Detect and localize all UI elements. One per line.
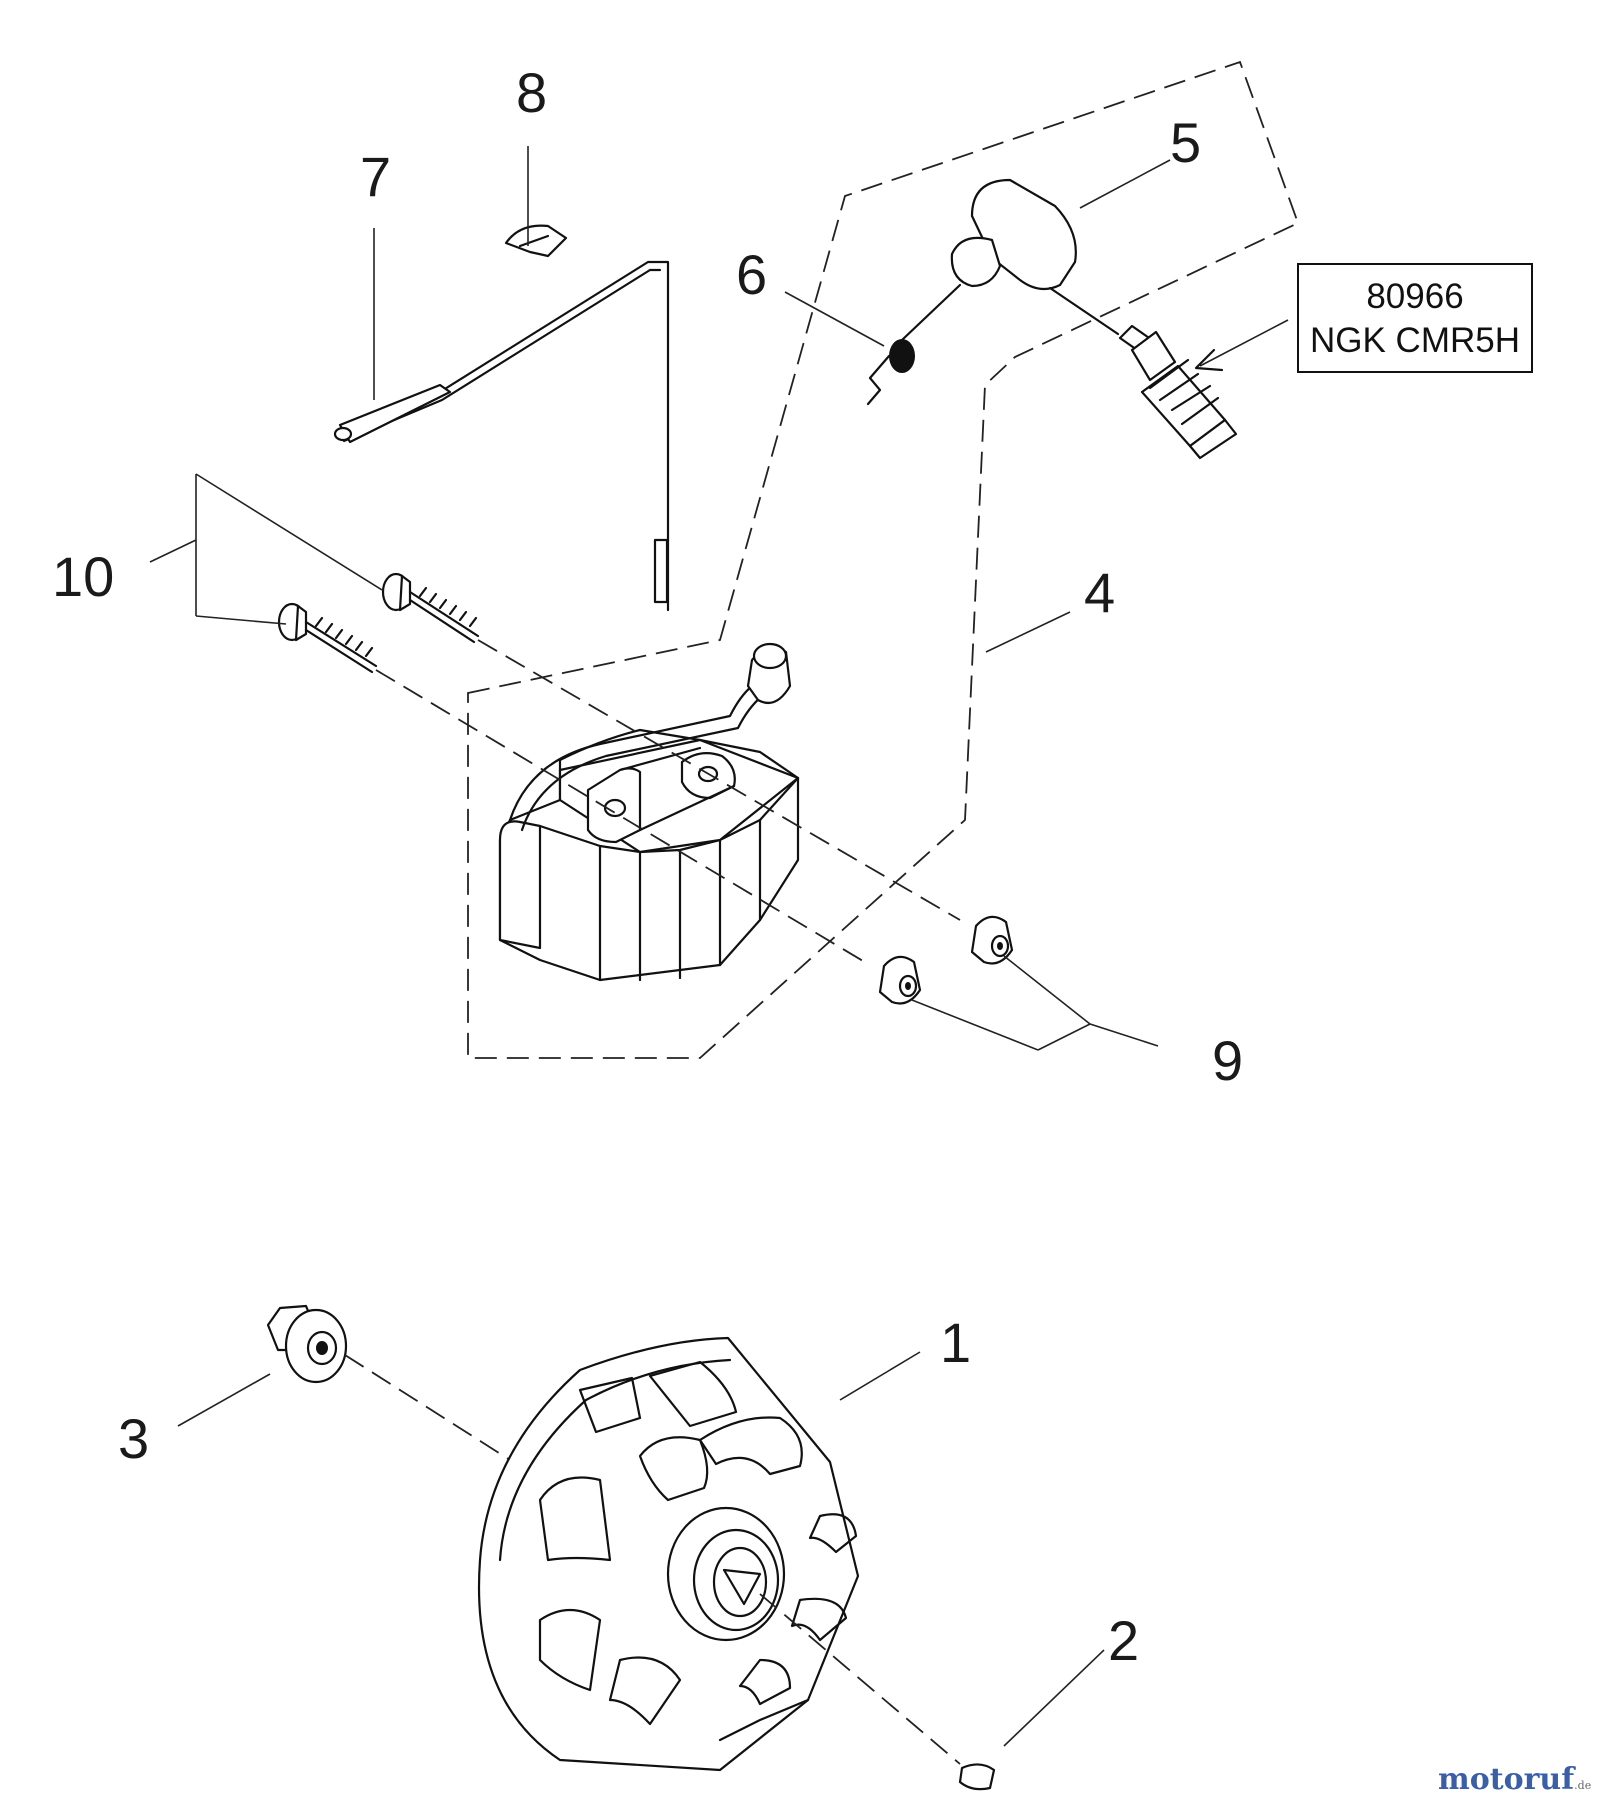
callout-1: 1 <box>940 1311 971 1374</box>
callout-9: 9 <box>1212 1029 1243 1092</box>
watermark-logo: motoruf.de <box>1438 1762 1591 1797</box>
spark-plug-icon <box>1118 324 1238 460</box>
coil-screw-icon <box>381 572 480 644</box>
leader-4 <box>985 611 1071 653</box>
callout-7: 7 <box>360 145 391 208</box>
ignition-coil-icon <box>498 642 800 982</box>
leader-9 <box>911 955 1159 1051</box>
callout-6: 6 <box>736 243 767 306</box>
callout-3: 3 <box>118 1407 149 1470</box>
leader-1 <box>839 1351 921 1401</box>
wire-clip-icon <box>504 224 568 258</box>
coil-screw-icon <box>277 602 378 674</box>
callout-10: 10 <box>52 545 114 608</box>
flange-nut-icon <box>266 1304 348 1384</box>
callout-2: 2 <box>1108 1609 1139 1672</box>
spring-terminal-icon <box>866 283 962 406</box>
callout-4: 4 <box>1084 561 1115 624</box>
spec-arrow-head <box>1194 348 1224 372</box>
spec-part-number: 80966 <box>1366 277 1464 316</box>
spark-plug-boot-icon <box>950 178 1120 336</box>
leader-3 <box>177 1373 271 1427</box>
flywheel-icon <box>477 1336 860 1772</box>
callout-5: 5 <box>1170 111 1201 174</box>
watermark-tld: .de <box>1574 1779 1592 1792</box>
leader-6 <box>784 291 885 347</box>
leader-5 <box>1079 159 1171 209</box>
leader-10 <box>149 473 383 625</box>
assembly-outline-4 <box>467 60 1300 1059</box>
callout-8: 8 <box>516 61 547 124</box>
watermark-brand: motoruf <box>1438 1762 1575 1797</box>
stop-wire-icon <box>333 260 670 612</box>
spacer-icon <box>970 915 1014 965</box>
leader-2 <box>1003 1649 1105 1747</box>
spec-arrow <box>1199 319 1289 367</box>
spacer-icon <box>878 955 922 1005</box>
spark-plug-spec-box: 80966 NGK CMR5H <box>1297 263 1533 373</box>
spec-plug-type: NGK CMR5H <box>1309 321 1521 360</box>
woodruff-key-icon <box>958 1763 996 1791</box>
